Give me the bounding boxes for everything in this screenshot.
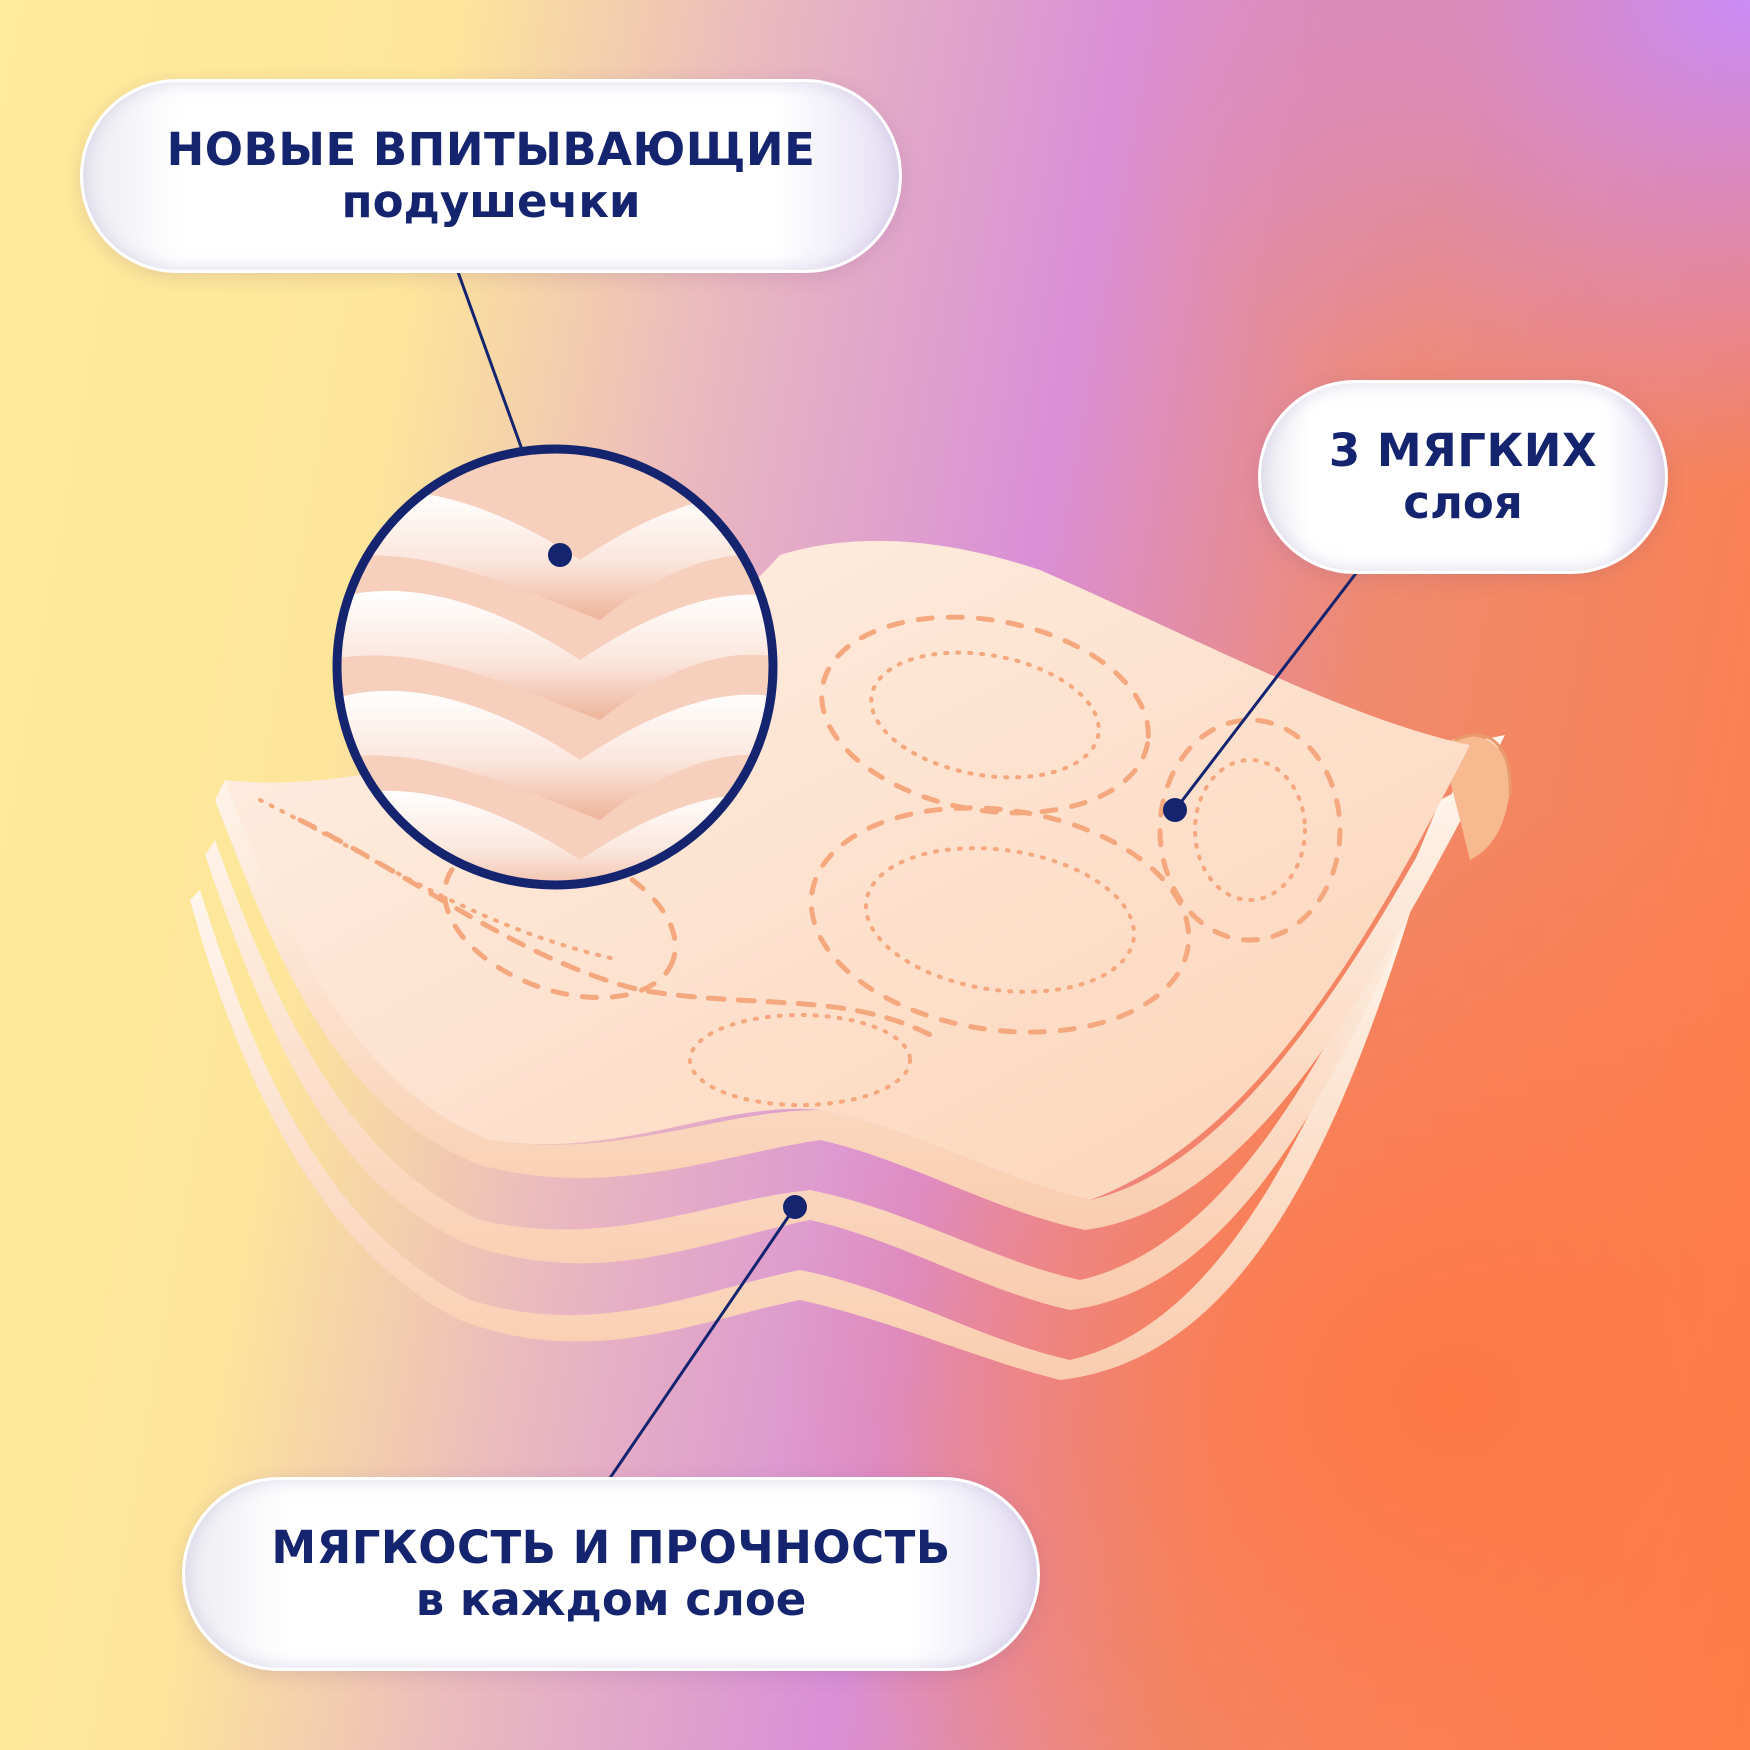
callout-absorbent-pads-subtitle: подушечки	[341, 175, 641, 228]
towel-layer-1	[215, 735, 1505, 1230]
callout-absorbent-pads-title: НОВЫЕ ВПИТЫВАЮЩИЕ	[166, 123, 816, 177]
towel-layer-2	[205, 790, 1460, 1310]
towel-top-sheet	[225, 540, 1470, 1200]
towel-illustration	[190, 540, 1512, 1380]
pointer-dot-lens	[548, 543, 572, 567]
callout-absorbent-pads: НОВЫЕ ВПИТЫВАЮЩИЕ подушечки	[80, 79, 902, 273]
callout-softness-strength-title: МЯГКОСТЬ И ПРОЧНОСТЬ	[271, 1521, 951, 1575]
callout-softness-strength-subtitle: в каждом слое	[415, 1573, 807, 1626]
callout-soft-layers: 3 МЯГКИХ слоя	[1258, 380, 1668, 574]
towel-layer-3	[190, 880, 1420, 1380]
pointer-dot-layers	[1163, 798, 1187, 822]
callout-soft-layers-subtitle: слоя	[1403, 476, 1523, 529]
callout-softness-strength: МЯГКОСТЬ И ПРОЧНОСТЬ в каждом слое	[182, 1477, 1040, 1671]
pointer-dot-stack	[783, 1195, 807, 1219]
callout-soft-layers-title: 3 МЯГКИХ	[1328, 424, 1598, 478]
